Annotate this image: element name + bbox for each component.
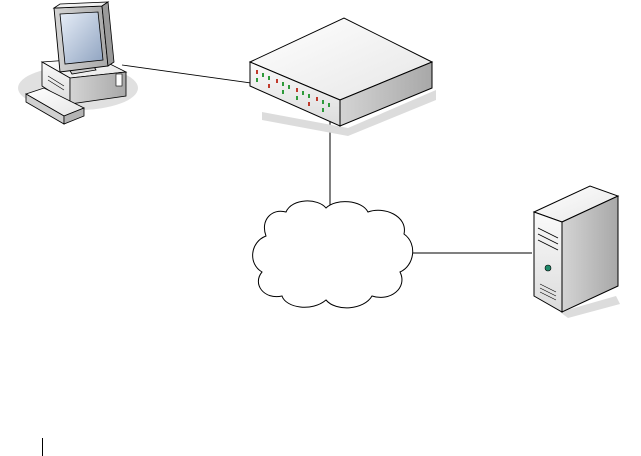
cloud-icon xyxy=(253,201,413,308)
link-workstation-switch xyxy=(122,65,258,84)
tower-server-icon xyxy=(534,186,620,318)
screen xyxy=(60,12,103,64)
server-power-led xyxy=(545,265,551,271)
network-switch-icon xyxy=(250,18,436,136)
page-margin-marker xyxy=(42,438,43,456)
desktop-computer-icon xyxy=(18,2,138,124)
